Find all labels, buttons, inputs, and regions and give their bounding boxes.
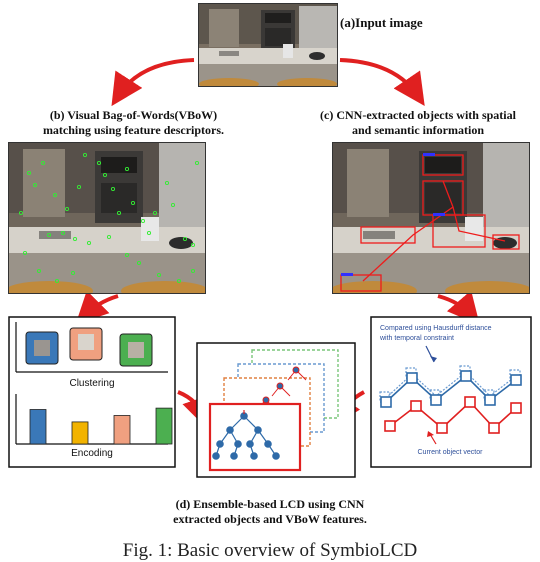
kitchen-photo-b — [9, 143, 205, 293]
hausdorff-box: Compared using Hausdurff distance with t… — [370, 316, 532, 468]
kitchen-photo-c — [333, 143, 529, 293]
hausdorff-text-2: with temporal constraint — [379, 335, 454, 342]
clustering-label: Clustering — [69, 378, 114, 389]
arrow-a-to-b — [111, 58, 195, 107]
matched-vector — [380, 370, 522, 408]
label-c-line2: and semantic information — [352, 123, 484, 137]
object-graph-tree — [212, 412, 280, 460]
histogram-bar — [29, 409, 47, 445]
ensemble-box — [196, 342, 356, 478]
figure-caption: Fig. 1: Basic overview of SymbioLCD — [122, 540, 418, 561]
label-b-line1: (b) Visual Bag-of-Words(VBoW) — [49, 108, 218, 122]
vbow-image — [8, 142, 206, 294]
arrow-a-to-c — [339, 58, 425, 106]
current-vector-label: Current object vector — [418, 449, 484, 456]
histogram-bar — [113, 415, 131, 445]
label-d-line1: (d) Ensemble-based LCD using CNN — [175, 497, 365, 511]
kitchen-photo-a — [199, 4, 337, 86]
current-vector — [384, 396, 522, 434]
arrow-c-to-graph — [437, 290, 480, 326]
graph-layer-red — [208, 402, 302, 472]
input-image — [198, 3, 338, 87]
cnn-image — [332, 142, 530, 294]
arrow-b-to-clustering — [75, 290, 119, 325]
label-a: (a)Input image — [340, 15, 423, 30]
hausdorff-text-1: Compared using Hausdurff distance — [380, 325, 492, 332]
encoding-label: Encoding — [71, 448, 113, 459]
clustering-encoding-box: Clustering Encoding — [8, 316, 176, 468]
histogram-bar — [155, 407, 173, 445]
label-b-line2: matching using feature descriptors. — [42, 123, 225, 137]
label-c-line1: (c) CNN-extracted objects with spatial — [320, 108, 516, 122]
label-d-line2: extracted objects and VBoW features. — [173, 512, 367, 526]
histogram-bar — [71, 421, 89, 445]
